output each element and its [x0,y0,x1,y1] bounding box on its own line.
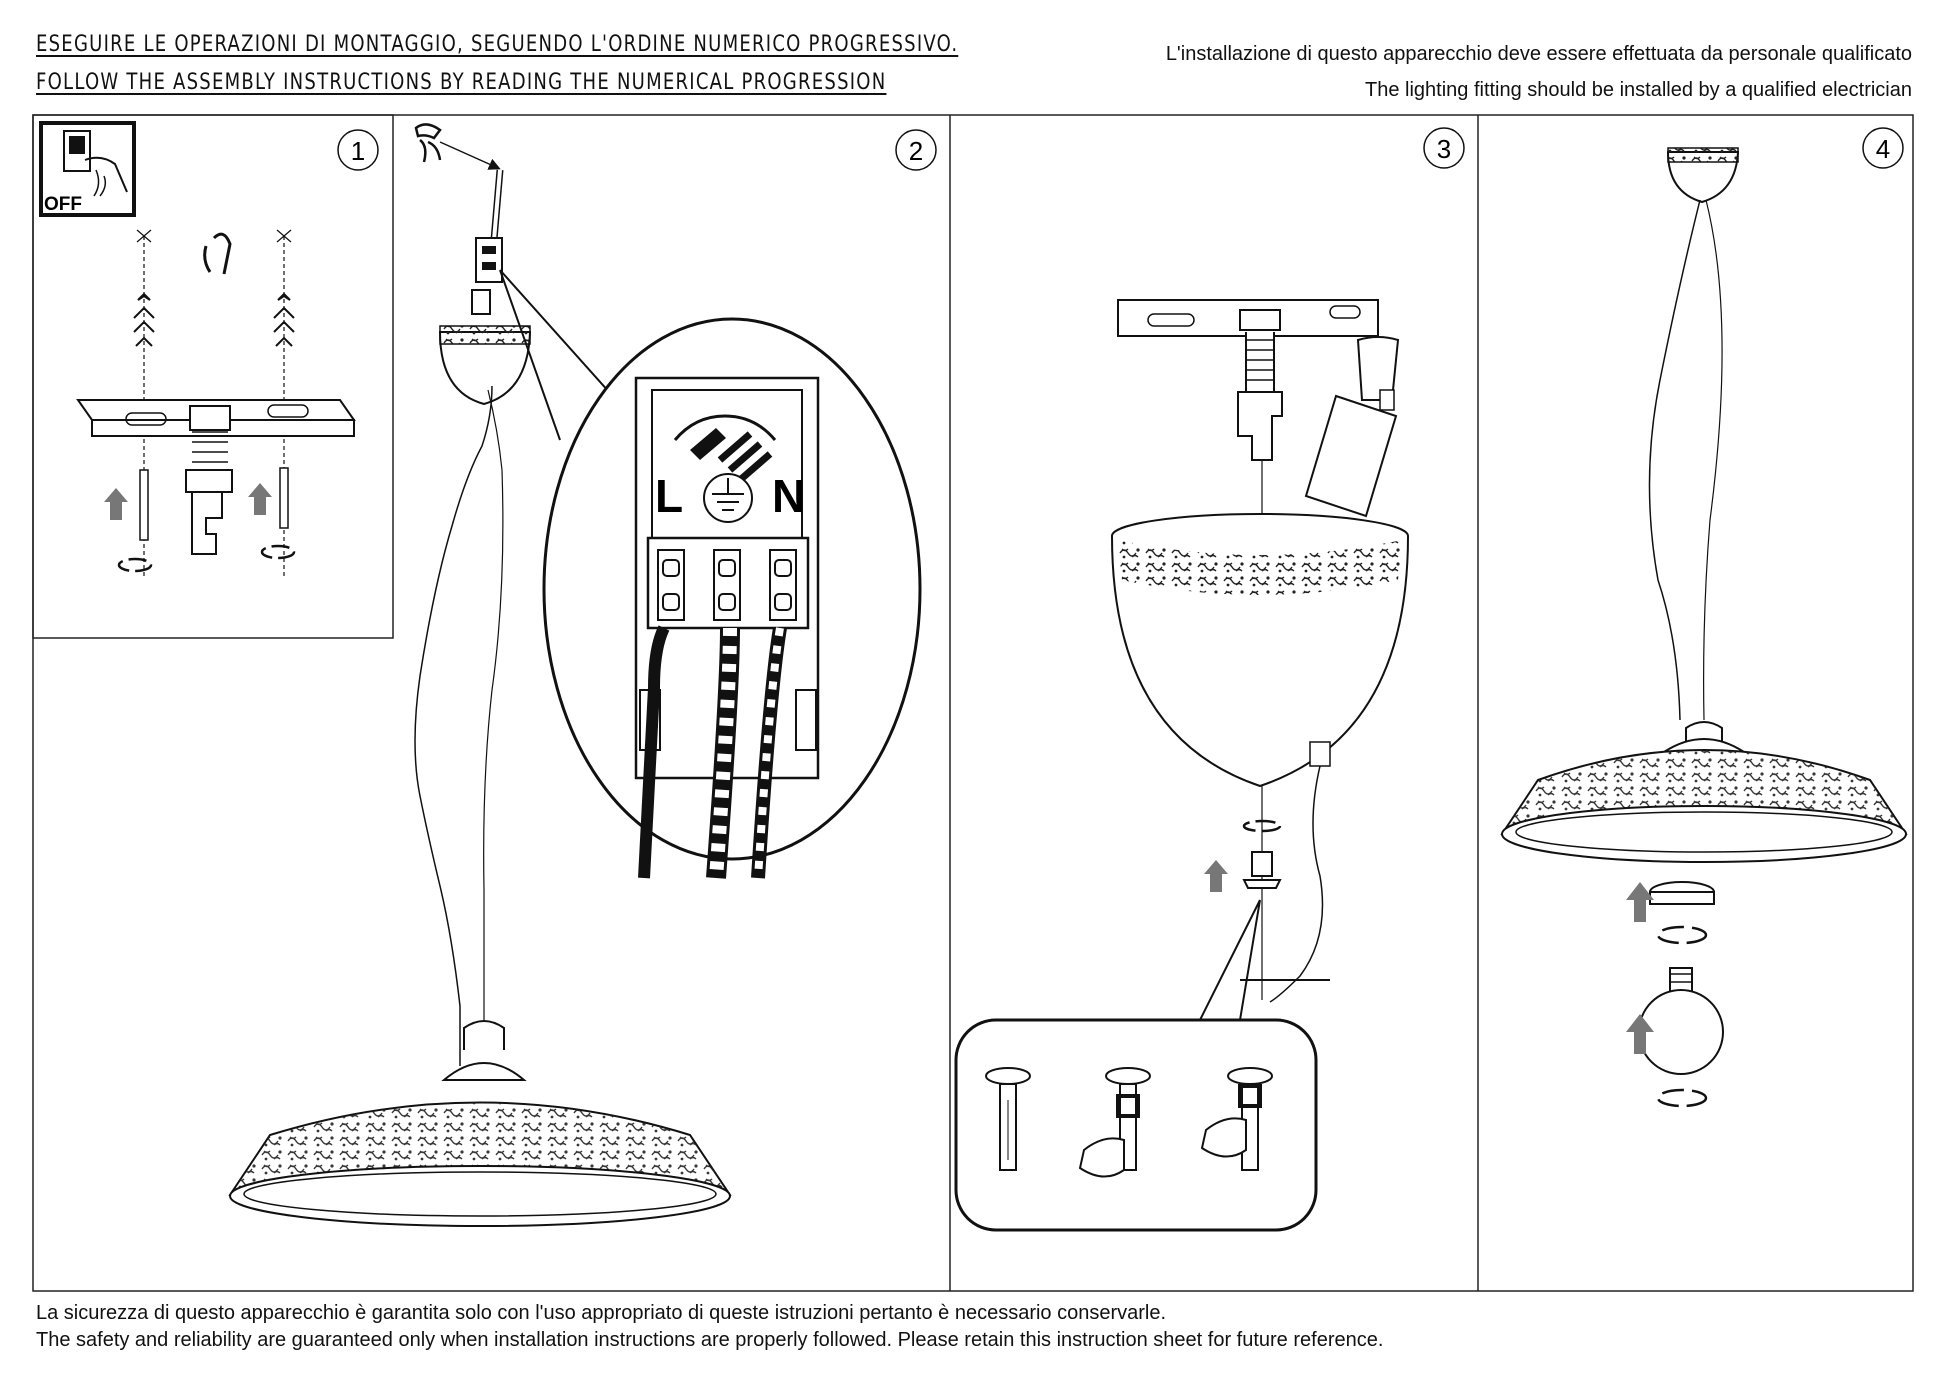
mounting-bracket [76,399,356,555]
hand-icon [1078,1137,1125,1178]
power-cord [1648,199,1701,721]
svg-text:4: 4 [1876,134,1890,164]
canopy-step4 [1666,147,1740,204]
suspension-wire [1703,199,1723,721]
neutral-terminal-label: N [772,470,805,522]
power-cord [414,385,493,1066]
switch-off-icon: OFF [39,121,136,217]
supply-cable [490,169,504,241]
ground-symbol-icon [703,473,753,523]
step1-panel [32,114,394,639]
step-number-4: 4 [1862,127,1904,169]
lamp-shade-step2 [228,1020,732,1227]
wire-stripper-icon [414,123,501,170]
pliers-icon [203,232,232,275]
up-arrow-icon [1204,860,1228,892]
warning-italian: L'installazione di questo apparecchio de… [1165,43,1912,65]
grip-detail-1 [985,1067,1031,1171]
instruction-italian: ESEGUIRE LE OPERAZIONI DI MONTAGGIO, SEG… [36,32,959,57]
installer-warning: L'installazione di questo apparecchio de… [1166,36,1912,108]
lampholder-ring [1626,881,1715,945]
ceiling-canopy [438,325,532,406]
ceiling-bracket-step3 [1117,299,1379,461]
terminal-box-step3 [1304,336,1400,518]
step-number-1: 1 [337,129,379,171]
canopy-step3 [1111,513,1409,1003]
svg-text:1: 1 [351,136,365,166]
off-label: OFF [44,194,82,215]
up-arrow-icon [1626,1014,1654,1054]
step-number-2: 2 [895,129,937,171]
live-terminal-label: L [655,470,683,522]
up-arrow-icon [1626,882,1654,922]
safety-footer: La sicurezza di questo apparecchio è gar… [36,1300,1383,1354]
instruction-english: FOLLOW THE ASSEMBLY INSTRUCTIONS BY READ… [36,70,887,95]
rotate-icon [117,544,296,573]
cable-grip [1204,819,1330,981]
rotate-icon [1656,1088,1708,1108]
step-number-3: 3 [1423,127,1465,169]
terminal-zoom: L N [542,317,922,879]
grip-detail-2 [1078,1067,1151,1178]
cable-grip-zoom [954,1018,1318,1232]
up-arrow-icon [104,483,272,520]
frame [32,114,1914,1292]
warning-english: The lighting fitting should be installed… [1364,79,1912,101]
rotate-icon [1656,925,1708,945]
safety-italian: La sicurezza di questo apparecchio è gar… [36,1302,1167,1324]
safety-english: The safety and reliability are guarantee… [36,1329,1384,1351]
grip-detail-3 [1200,1067,1273,1171]
lamp-shade-step4 [1500,721,1908,863]
terminal-block-small [471,237,503,315]
bulb-icon [1626,967,1724,1108]
assembly-instructions: ESEGUIRE LE OPERAZIONI DI MONTAGGIO, SEG… [36,26,958,102]
svg-text:2: 2 [909,136,923,166]
hand-icon [1200,1117,1247,1158]
suspension-wire [483,389,504,1050]
svg-text:3: 3 [1437,134,1451,164]
